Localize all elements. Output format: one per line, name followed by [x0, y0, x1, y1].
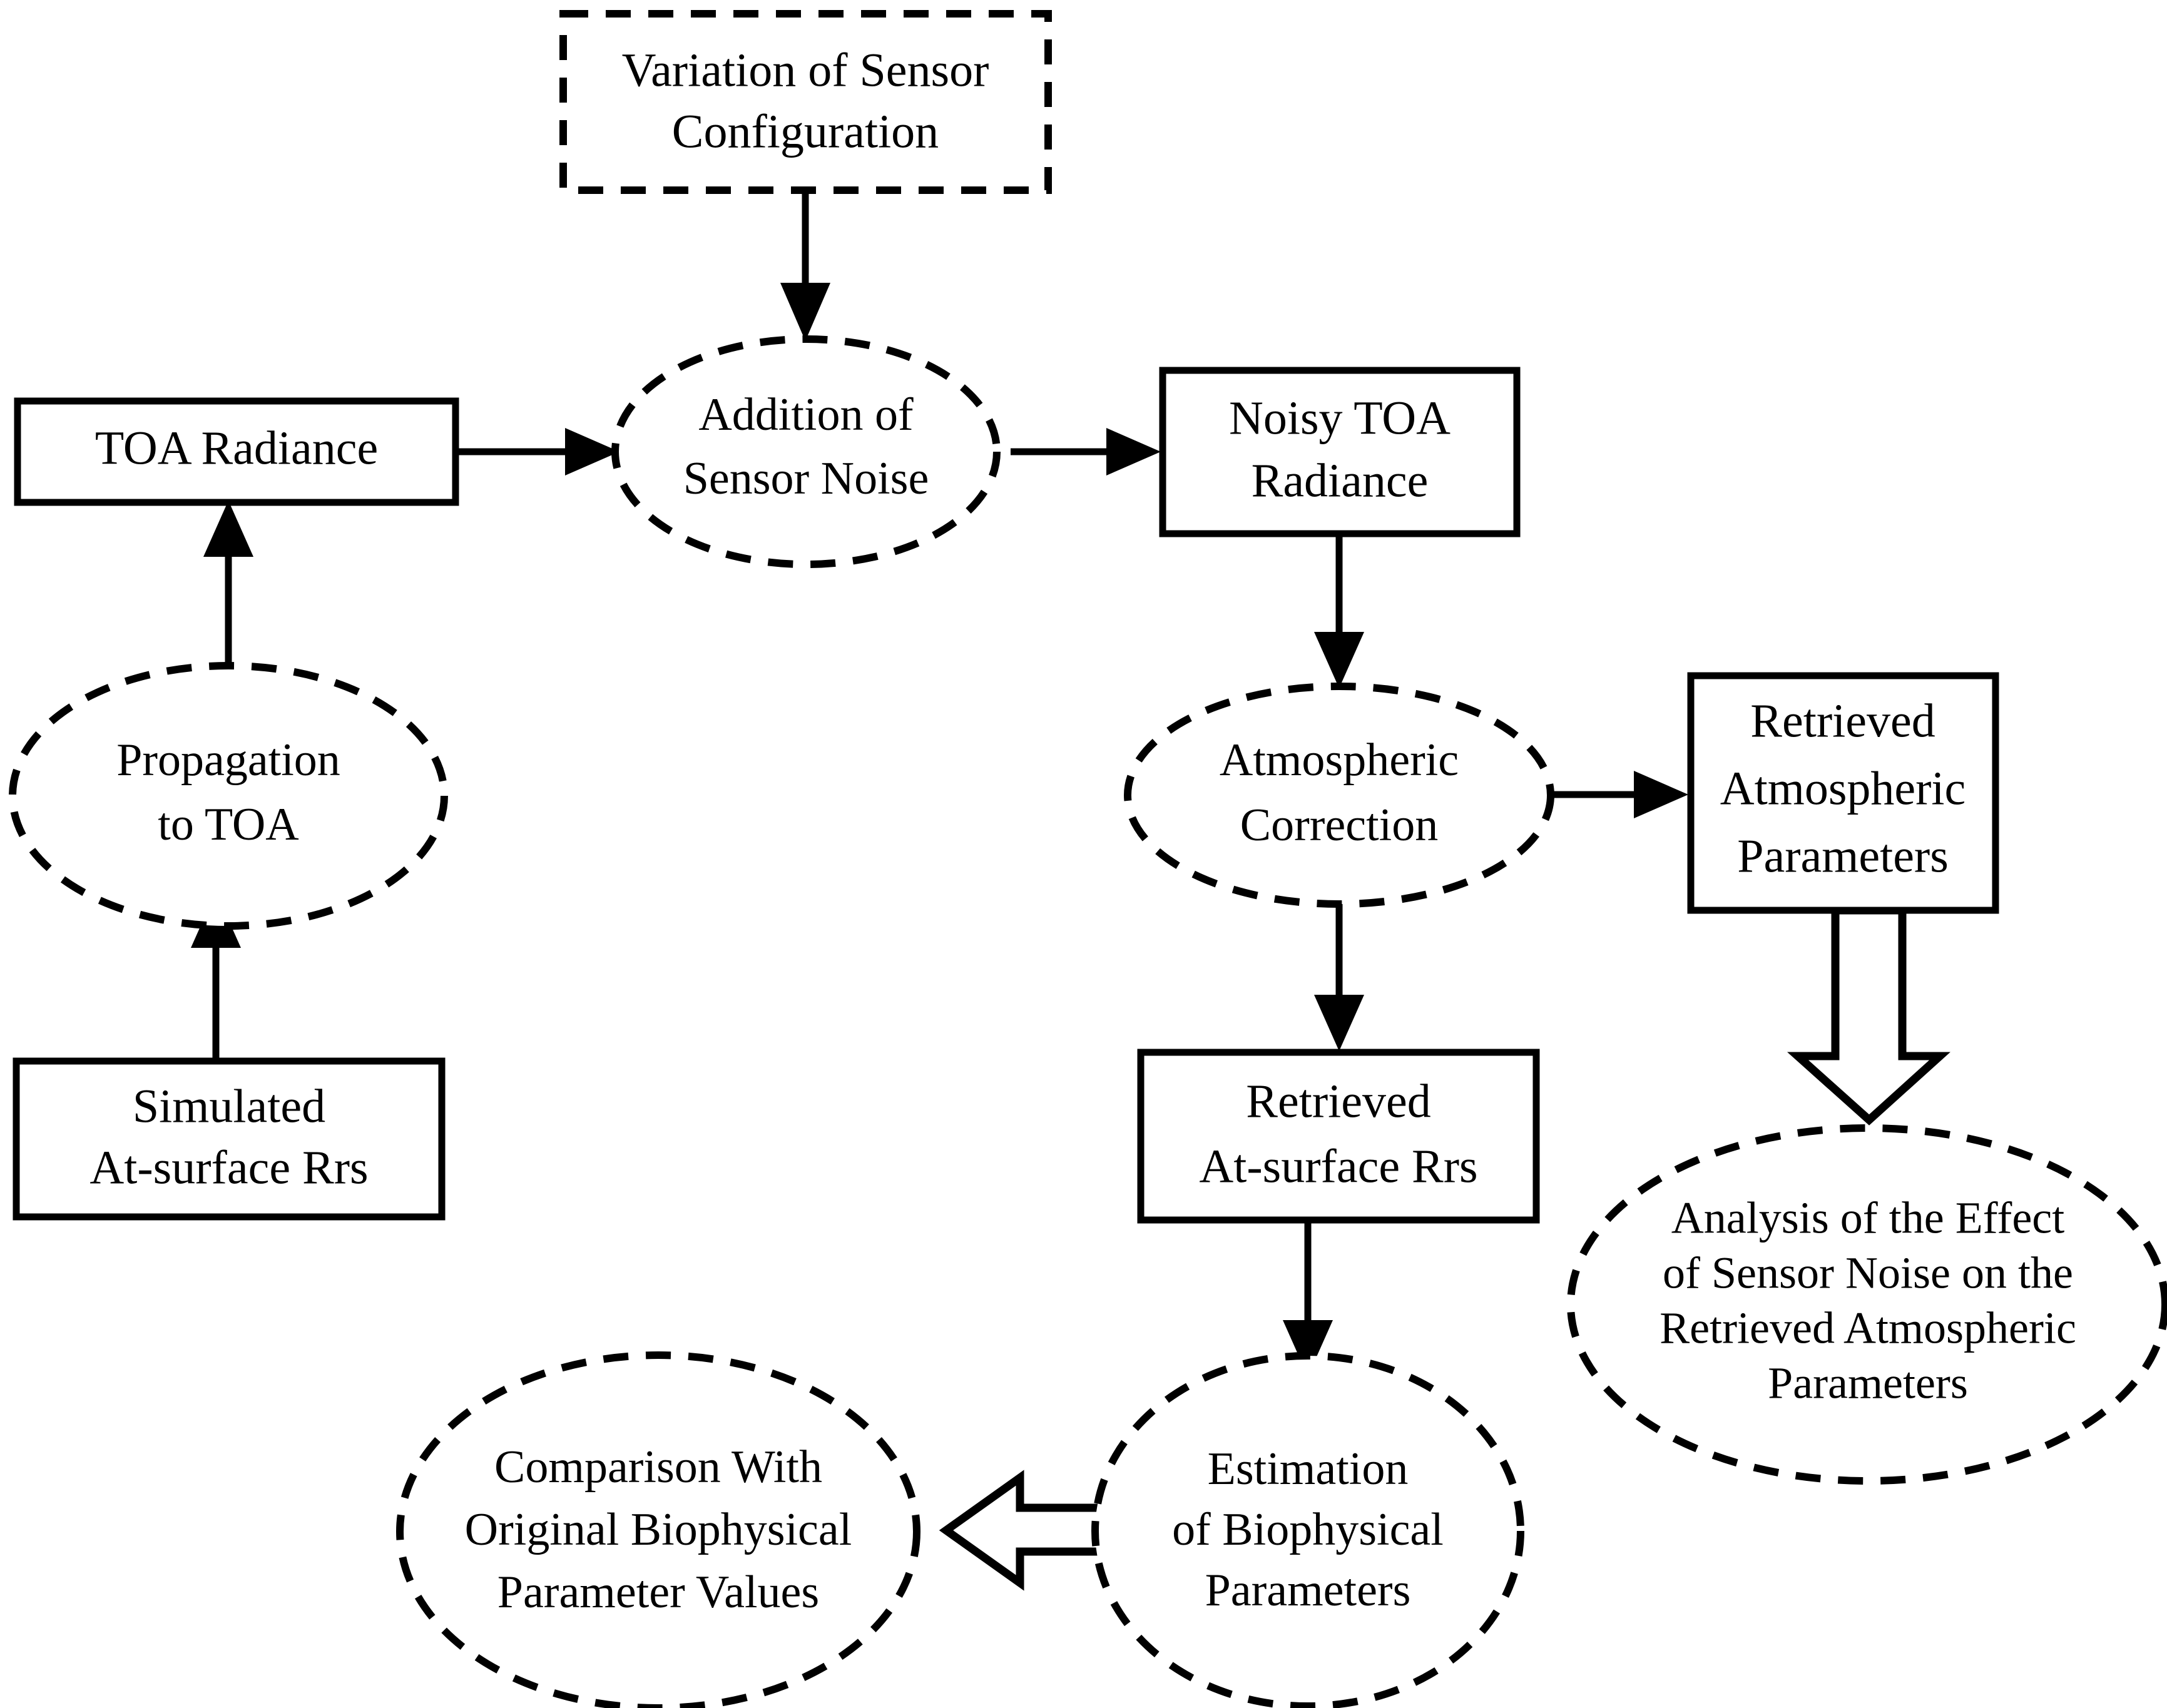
node-label-line: Variation of Sensor [622, 44, 989, 96]
node-simulated-at-surface-rrs[interactable]: Simulated At-surface Rrs [13, 1057, 446, 1221]
edge-correction-to-retrieved-rrs [1314, 900, 1364, 1051]
node-label-line: At-surface Rrs [89, 1141, 368, 1194]
node-label-line: Estimation [1208, 1443, 1409, 1495]
node-label-line: to TOA [158, 799, 298, 850]
node-retrieved-atmospheric-parameters[interactable]: Retrieved Atmospheric Parameters [1687, 672, 1999, 914]
node-label-line: Parameters [1768, 1358, 1968, 1408]
node-analysis-effect-sensor-noise[interactable]: Analysis of the Effect of Sensor Noise o… [1567, 1124, 2167, 1485]
node-label-line: Sensor Noise [683, 453, 929, 504]
edge-noisy-to-correction [1314, 535, 1364, 688]
edge-correction-to-retrieved-params [1551, 771, 1688, 818]
node-label-line: Parameters [1205, 1565, 1411, 1616]
node-label-line: Radiance [1252, 454, 1429, 507]
node-label-line: Atmospheric [1720, 762, 1966, 815]
node-variation-sensor-config[interactable]: Variation of Sensor Configuration [559, 10, 1052, 194]
node-label-line: Atmospheric [1220, 735, 1459, 786]
edge-retrieved-params-to-analysis [1787, 906, 1950, 1126]
node-label-line: Comparison With [494, 1441, 822, 1493]
node-label-line: Simulated [133, 1080, 325, 1132]
edge-propagation-to-toa-radiance [203, 501, 253, 664]
node-label-line: Noisy TOA [1229, 392, 1451, 444]
node-label-line: Original Biophysical [465, 1504, 852, 1555]
node-label-line: of Biophysical [1172, 1504, 1444, 1555]
edge-retrieved-rrs-to-estimation [1283, 1220, 1333, 1376]
node-comparison-original-biophysical[interactable]: Comparison With Original Biophysical Par… [396, 1351, 920, 1708]
node-label-line: Retrieved [1750, 694, 1935, 747]
node-label-line: Retrieved [1246, 1075, 1430, 1127]
node-propagation-to-toa[interactable]: Propagation to TOA [9, 662, 448, 930]
node-estimation-biophysical-parameters[interactable]: Estimation of Biophysical Parameters [1091, 1352, 1524, 1708]
node-label-line: Configuration [672, 105, 939, 158]
node-addition-sensor-noise[interactable]: Addition of Sensor Noise [611, 335, 1001, 568]
edge-noise-to-noisy [1011, 428, 1161, 475]
node-retrieved-at-surface-rrs[interactable]: Retrieved At-surface Rrs [1137, 1049, 1540, 1224]
node-label-line: TOA Radiance [95, 422, 378, 474]
node-label-line: Analysis of the Effect [1671, 1193, 2065, 1243]
node-toa-radiance[interactable]: TOA Radiance [14, 397, 459, 506]
node-label-line: Propagation [116, 735, 340, 786]
node-label-line: of Sensor Noise on the [1663, 1248, 2073, 1298]
edge-config-to-noise [780, 188, 830, 341]
node-label-line: Retrieved Atmospheric [1660, 1303, 2076, 1353]
node-label-line: Correction [1240, 800, 1438, 851]
node-label-line: Parameter Values [497, 1567, 819, 1618]
node-noisy-toa-radiance[interactable]: Noisy TOA Radiance [1159, 367, 1521, 537]
node-atmospheric-correction[interactable]: Atmospheric Correction [1124, 683, 1554, 908]
node-label-line: Parameters [1737, 830, 1949, 882]
node-label-line: Addition of [698, 389, 914, 440]
edge-toa-to-noise [455, 428, 620, 475]
node-label-line: At-surface Rrs [1199, 1140, 1477, 1192]
